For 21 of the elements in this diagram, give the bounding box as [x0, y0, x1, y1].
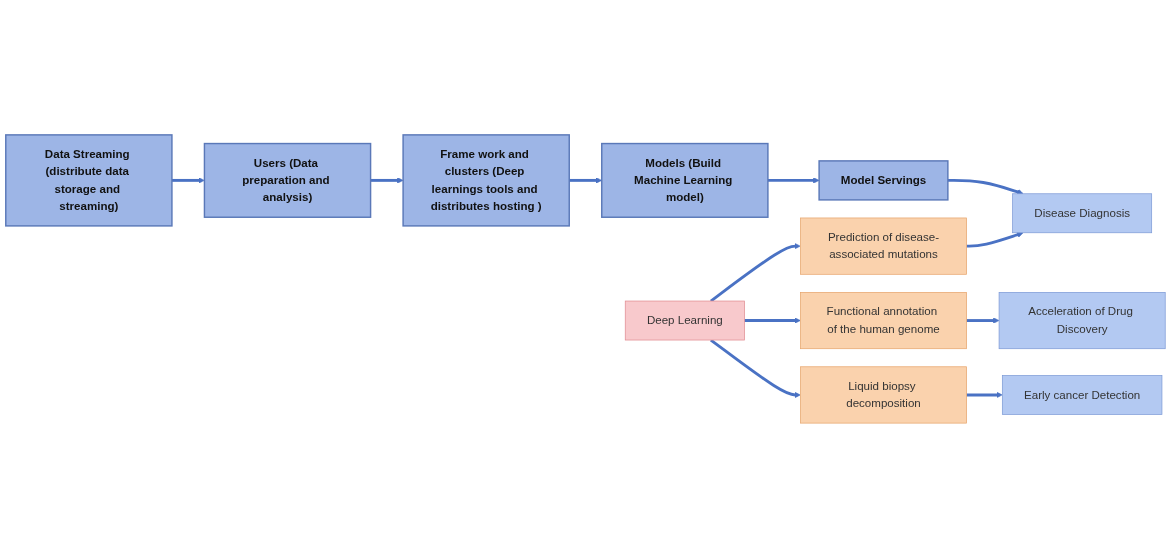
- arrow: [966, 391, 1003, 399]
- arrow: [370, 177, 404, 184]
- node-box: Models (Build Machine Learning model): [601, 142, 769, 218]
- arrow: [767, 177, 820, 184]
- arrow: [744, 317, 801, 324]
- arrow: [710, 242, 801, 303]
- node-box: Model Servings: [818, 160, 949, 201]
- arrow: [947, 178, 1024, 195]
- node-box: Frame work and clusters (Deep learnings tools and distributes hosting ): [402, 134, 570, 227]
- node-box: Prediction of disease-associated mutations: [800, 217, 967, 275]
- node-box: Liquid biopsy decomposition: [800, 366, 967, 424]
- arrow: [171, 177, 205, 184]
- node-box: Data Streaming (distribute data storage and streaming): [5, 134, 173, 227]
- node-box: Functional annotation of the human genome: [800, 292, 967, 350]
- node-box: Users (Data preparation and analysis): [203, 142, 372, 218]
- node-box: Early cancer Detection: [1001, 375, 1163, 415]
- arrow: [966, 317, 1000, 324]
- arrow: [966, 231, 1024, 248]
- node-box: Disease Diagnosis: [1012, 193, 1153, 234]
- node-box: Deep Learning: [624, 300, 745, 341]
- node-box: Acceleration of Drug Discovery: [998, 292, 1166, 350]
